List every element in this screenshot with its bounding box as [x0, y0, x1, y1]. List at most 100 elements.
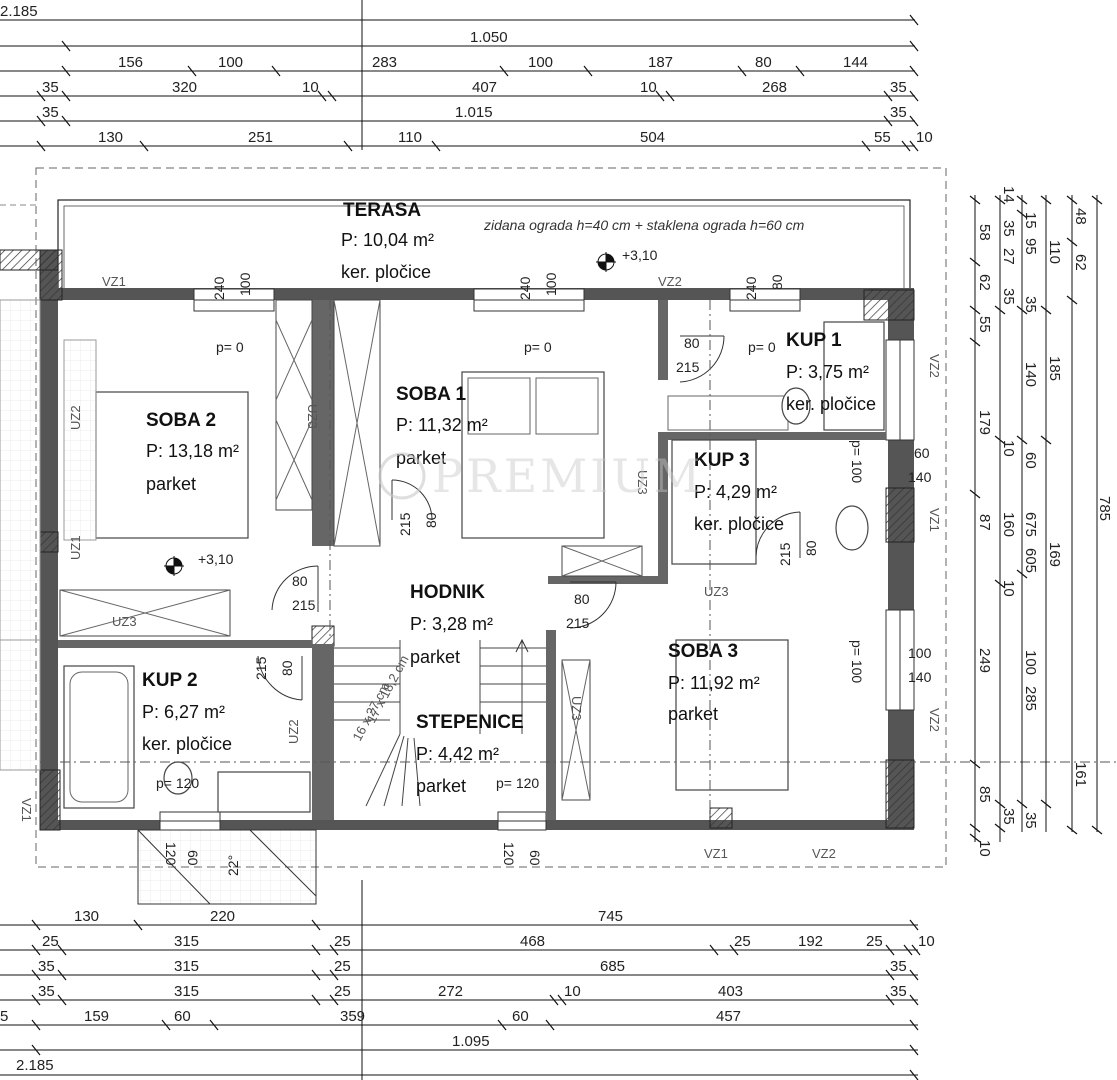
- dim-label: 10: [640, 79, 657, 96]
- parapet: p= 100: [849, 640, 865, 683]
- opening-dim: 60: [527, 850, 543, 866]
- dim-label: 35: [38, 983, 55, 1000]
- opening-dim: 100: [908, 645, 932, 661]
- tag-uz2: UZ2: [286, 719, 301, 744]
- terasa-floor: ker. pločice: [341, 262, 431, 282]
- dim-label: 35: [1000, 220, 1017, 237]
- opening-dim: 100: [543, 272, 559, 296]
- dim-label: 161: [1072, 762, 1089, 787]
- stepenice-area: P: 4,42 m²: [416, 744, 499, 764]
- tag-vz1: VZ1: [704, 846, 728, 861]
- dim-label: 35: [890, 958, 907, 975]
- dim-label: 10: [918, 933, 935, 950]
- dim-label: 25: [334, 983, 351, 1000]
- tag-vz2: VZ2: [927, 354, 942, 378]
- dim-label: 159: [84, 1008, 109, 1025]
- opening-angle: 22°: [225, 855, 241, 876]
- tag-vz1: VZ1: [102, 274, 126, 289]
- dim-top-1050: 1.050: [470, 29, 508, 46]
- stepenice-name: STEPENICE: [416, 712, 524, 733]
- parapet: p= 0: [524, 339, 552, 355]
- kup3-area: P: 4,29 m²: [694, 482, 777, 502]
- dim-label: 25: [334, 933, 351, 950]
- tag-uz3: UZ3: [704, 584, 729, 599]
- dim-label: 272: [438, 983, 463, 1000]
- furniture: [0, 299, 885, 813]
- dim-label: 1.095: [452, 1033, 490, 1050]
- opening-dim: 215: [676, 359, 700, 375]
- dim-label: 179: [976, 410, 993, 435]
- dim-label: 160: [1000, 512, 1017, 537]
- terrace: TERASA P: 10,04 m² ker. pločice zidana o…: [0, 167, 947, 868]
- dim-label: 87: [976, 514, 993, 531]
- dim-label: 745: [598, 908, 623, 925]
- opening-dim: 80: [292, 573, 308, 589]
- tag-uz1: UZ1: [68, 535, 83, 560]
- dim-label: 169: [1046, 542, 1063, 567]
- dim-label: 55: [874, 129, 891, 146]
- element-tags: VZ1 VZ2 VZ1 VZ2 UZ3 UZ3 UZ2 UZ1 UZ2 UZ3 …: [19, 274, 942, 861]
- parapet: p= 0: [216, 339, 244, 355]
- tag-uz3: UZ3: [635, 470, 650, 495]
- dim-label: 315: [174, 933, 199, 950]
- opening-dim: 240: [517, 276, 533, 300]
- tag-vz2: VZ2: [812, 846, 836, 861]
- dim-label: 457: [716, 1008, 741, 1025]
- dim-label: 62: [1072, 254, 1089, 271]
- dim-label: 283: [372, 54, 397, 71]
- tag-vz1: VZ1: [927, 508, 942, 532]
- dim-label: 25: [734, 933, 751, 950]
- kup1-floor: ker. pločice: [786, 394, 876, 414]
- watermark-text: PREMIUM: [432, 449, 703, 503]
- dim-label: 685: [600, 958, 625, 975]
- dim-label: 403: [718, 983, 743, 1000]
- level-marker-icon: [596, 252, 616, 272]
- dim-label: 62: [976, 274, 993, 291]
- kup1-area: P: 3,75 m²: [786, 362, 869, 382]
- dim-label: 268: [762, 79, 787, 96]
- soba1-area: P: 11,32 m²: [396, 415, 488, 435]
- dim-label: 100: [1022, 650, 1039, 675]
- dim-label: 100: [528, 54, 553, 71]
- parapet: p= 100: [849, 440, 865, 483]
- dim-label: 407: [472, 79, 497, 96]
- dim-label: 58: [976, 224, 993, 241]
- dim-label: 187: [648, 54, 673, 71]
- dim-label: 35: [890, 104, 907, 121]
- opening-dim: 80: [803, 540, 819, 556]
- dim-label: 315: [174, 983, 199, 1000]
- dim-label: 140: [1022, 362, 1039, 387]
- top-dimensions: 2.185 1.050 156 100 283 100 187 80 144 3…: [0, 0, 933, 152]
- level-marker-icon: [164, 556, 184, 576]
- dim-label: 10: [916, 129, 933, 146]
- opening-dim: 240: [743, 276, 759, 300]
- dim-label: 10: [976, 840, 993, 857]
- dim-label: 100: [218, 54, 243, 71]
- opening-dim: 215: [777, 542, 793, 566]
- opening-dim: 80: [574, 591, 590, 607]
- dim-label: 675: [1022, 512, 1039, 537]
- dim-label: 60: [512, 1008, 529, 1025]
- opening-dim: 80: [279, 660, 295, 676]
- opening-dim: 120: [501, 842, 517, 866]
- dim-label: 95: [1022, 238, 1039, 255]
- dim-label: 80: [755, 54, 772, 71]
- dim-label: 60: [174, 1008, 191, 1025]
- opening-annotations: 240 100 240 100 240 80 p= 0 p= 0 p= 0 80…: [156, 272, 932, 876]
- dim-label: 110: [1046, 240, 1063, 264]
- soba1-name: SOBA 1: [396, 384, 466, 405]
- opening-dim: 60: [914, 445, 930, 461]
- soba3-floor: parket: [668, 704, 718, 724]
- dim-label: 60: [1022, 452, 1039, 469]
- hodnik-area: P: 3,28 m²: [410, 614, 493, 634]
- soba2-name: SOBA 2: [146, 410, 216, 431]
- parapet: p= 0: [748, 339, 776, 355]
- room-labels: SOBA 2 P: 13,18 m² parket SOBA 1 P: 11,3…: [142, 330, 876, 796]
- dim-top-total: 2.185: [0, 3, 38, 20]
- dim-label: 251: [248, 129, 273, 146]
- terasa-area: P: 10,04 m²: [341, 230, 434, 250]
- dim-label: 35: [890, 983, 907, 1000]
- dim-label: 35: [890, 79, 907, 96]
- hodnik-name: HODNIK: [410, 582, 485, 603]
